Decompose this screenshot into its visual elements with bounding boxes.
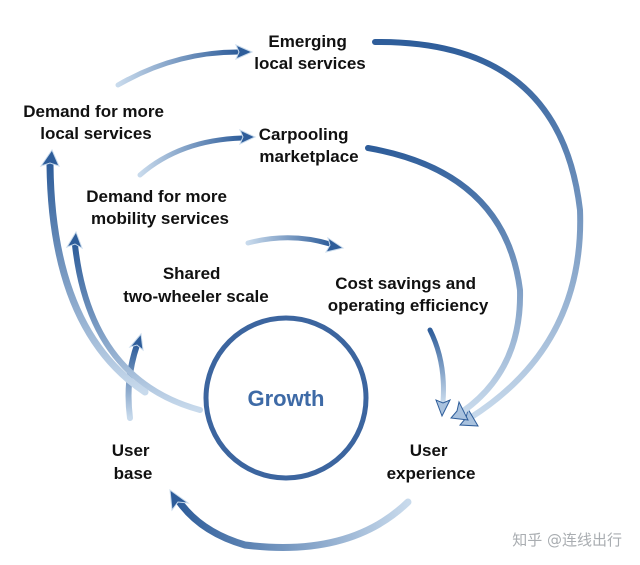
arrowhead-experience-3 (435, 399, 452, 418)
arrowhead-demand-mobility (65, 230, 83, 250)
arrowhead-demand-local (39, 148, 60, 167)
emerging-label-line-2: local services (254, 54, 366, 73)
node-cost-savings: Cost savings and operating efficiency (328, 274, 489, 315)
growth-circle (203, 315, 369, 481)
node-emerging-local-services: Emerging local services (254, 32, 366, 73)
node-user-experience: User experience (387, 441, 476, 483)
arrowhead-userbase (169, 488, 190, 512)
svg-text:Demand for more mobility: Demand for more mobility services (86, 187, 231, 228)
node-carpooling-marketplace: Carpooling marketplace (259, 125, 359, 166)
emerging-label-line-1: Emerging (268, 32, 346, 51)
user-experience-label-line-2: experience (387, 464, 476, 483)
arrowhead-carpool (239, 128, 257, 146)
cost-label-line-2: operating efficiency (328, 296, 489, 315)
arrows (39, 38, 584, 551)
arrow-demand-mobility-to-carpool (137, 135, 245, 178)
watermark-text: 知乎 @连线出行 (512, 531, 622, 549)
svg-text:Carpooling marketplace: Carpooling marketplace (259, 125, 359, 166)
svg-text:User base: User base (112, 441, 155, 483)
arrow-growth-to-demand-mobility (72, 242, 203, 413)
user-base-label-line-1: User (112, 441, 150, 460)
user-experience-label-line-1: User (410, 441, 448, 460)
demand-mobility-label-line-1: Demand for more (86, 187, 227, 206)
shared-label-line-2: two-wheeler scale (123, 287, 269, 306)
arrowhead-experience-2 (450, 400, 469, 421)
growth-label: Growth (248, 386, 325, 411)
demand-mobility-label-line-2: mobility services (91, 209, 229, 228)
cost-label-line-1: Cost savings and (335, 274, 476, 293)
user-base-label-line-2: base (114, 464, 153, 483)
demand-local-label-line-2: local services (40, 124, 152, 143)
carpool-label-line-1: Carpooling (259, 125, 349, 144)
svg-text:User experience: User experience (387, 441, 476, 483)
arrowhead-cost (324, 236, 345, 253)
svg-text:Shared two-wheeler scale: Shared two-wheeler scale (123, 264, 269, 306)
svg-text:Cost savings and operati: Cost savings and operating efficiency (328, 274, 489, 315)
demand-local-label-line-1: Demand for more (23, 102, 164, 121)
node-user-base: User base (112, 441, 155, 483)
arrow-cost-to-experience (427, 327, 446, 405)
arrow-experience-to-userbase (174, 496, 412, 551)
svg-text:Demand for more local se: Demand for more local services (23, 102, 168, 143)
arrowhead-shared (128, 332, 144, 352)
growth-hub: Growth (203, 315, 369, 481)
node-demand-mobility-services: Demand for more mobility services (86, 187, 231, 228)
svg-text:Emerging local services: Emerging local services (254, 32, 366, 73)
arrowhead-emerging (235, 44, 254, 60)
arrow-growth-to-demand-local (46, 161, 149, 396)
arrow-demand-local-to-emerging (115, 49, 241, 88)
arrow-emerging-to-experience (372, 38, 584, 421)
arrow-carpool-to-experience (365, 145, 524, 415)
arrow-shared-to-cost (245, 235, 333, 247)
shared-label-line-1: Shared (163, 264, 221, 283)
node-shared-two-wheeler-scale: Shared two-wheeler scale (123, 264, 269, 306)
node-demand-local-services: Demand for more local services (23, 102, 168, 143)
carpool-label-line-2: marketplace (259, 147, 358, 166)
